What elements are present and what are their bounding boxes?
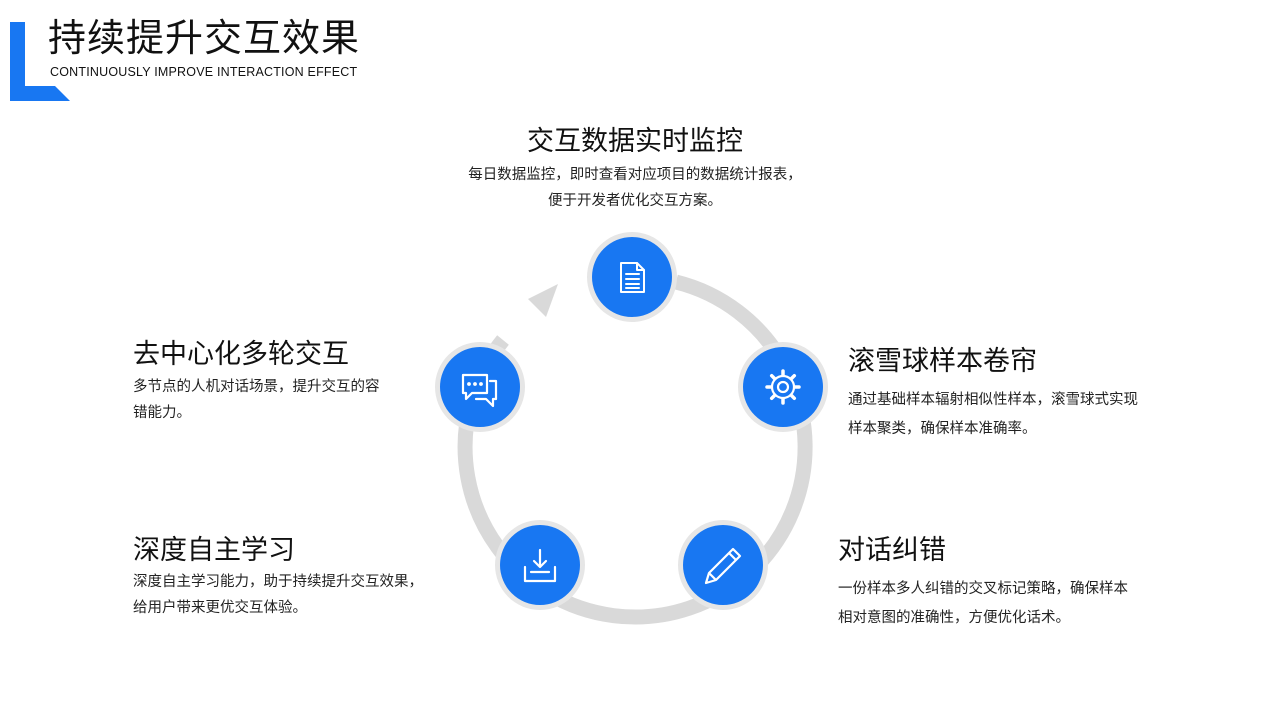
node-circle-top (592, 237, 672, 317)
section-title-realtime-monitoring: 交互数据实时监控 (527, 126, 743, 157)
desc-line: 一份样本多人纠错的交叉标记策略，确保样本 (838, 581, 1128, 597)
section-desc-realtime-monitoring: 每日数据监控，即时查看对应项目的数据统计报表， 便于开发者优化交互方案。 (420, 162, 850, 214)
desc-line: 多节点的人机对话场景，提升交互的容 (133, 379, 380, 395)
section-desc-deep-learning: 深度自主学习能力，助于持续提升交互效果， 给用户带来更优交互体验。 (133, 569, 463, 621)
corner-decoration (10, 22, 70, 101)
node-circle-right (743, 347, 823, 427)
node-circle-left (440, 347, 520, 427)
section-title-snowball-sampling: 滚雪球样本卷帘 (848, 346, 1037, 377)
page-subtitle: CONTINUOUSLY IMPROVE INTERACTION EFFECT (50, 65, 358, 79)
cycle-arrow-head (528, 284, 558, 317)
section-title-decentralized-interaction: 去中心化多轮交互 (133, 339, 349, 370)
section-desc-snowball-sampling: 通过基础样本辐射相似性样本，滚雪球式实现 样本聚类，确保样本准确率。 (848, 386, 1208, 444)
download-tray-icon (523, 548, 557, 583)
gear-icon (765, 369, 801, 405)
page-title: 持续提升交互效果 (48, 16, 361, 60)
desc-line: 样本聚类，确保样本准确率。 (848, 421, 1037, 437)
desc-line: 错能力。 (133, 405, 191, 421)
pencil-icon (704, 547, 742, 585)
node-circle-bottom-right (683, 525, 763, 605)
document-icon (620, 262, 645, 293)
section-title-deep-learning: 深度自主学习 (133, 535, 295, 566)
desc-line: 深度自主学习能力，助于持续提升交互效果， (133, 574, 423, 590)
chat-bubbles-icon (461, 373, 498, 408)
section-title-dialog-correction: 对话纠错 (838, 535, 946, 566)
desc-line: 通过基础样本辐射相似性样本，滚雪球式实现 (848, 392, 1138, 408)
desc-line: 相对意图的准确性，方便优化话术。 (838, 610, 1070, 626)
desc-line: 便于开发者优化交互方案。 (548, 193, 722, 209)
desc-line: 给用户带来更优交互体验。 (133, 600, 307, 616)
section-desc-decentralized-interaction: 多节点的人机对话场景，提升交互的容 错能力。 (133, 374, 433, 426)
section-desc-dialog-correction: 一份样本多人纠错的交叉标记策略，确保样本 相对意图的准确性，方便优化话术。 (838, 575, 1198, 633)
desc-line: 每日数据监控，即时查看对应项目的数据统计报表， (468, 167, 802, 183)
